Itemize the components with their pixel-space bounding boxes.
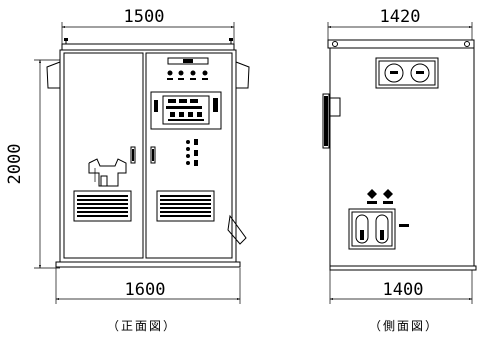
front-bottom-width-label: 1600 bbox=[125, 280, 166, 300]
left-door-handle bbox=[130, 146, 136, 164]
right-door-handle bbox=[150, 146, 156, 164]
front-top-width-label: 1500 bbox=[124, 7, 165, 27]
side-top-dimension: 1420 bbox=[327, 7, 473, 40]
nameplate bbox=[167, 57, 209, 65]
side-view: 1420 bbox=[322, 7, 477, 333]
cable-duct bbox=[227, 214, 247, 245]
side-fan-vent bbox=[375, 57, 439, 89]
side-cabinet bbox=[322, 39, 477, 271]
front-view-caption: （正面図） bbox=[107, 319, 177, 333]
right-louver bbox=[156, 190, 215, 222]
side-bottom-dimension: 1400 bbox=[329, 270, 473, 304]
meter-panel bbox=[150, 91, 222, 130]
left-louver bbox=[73, 190, 132, 222]
front-view: 1500 2000 bbox=[5, 7, 250, 333]
front-cabinet bbox=[46, 38, 250, 268]
indicator-lamps bbox=[167, 70, 208, 80]
side-indicators bbox=[367, 189, 393, 204]
front-height-dimension: 2000 bbox=[5, 59, 60, 269]
side-breaker-box bbox=[348, 208, 409, 250]
front-bottom-dimension: 1600 bbox=[55, 268, 241, 304]
side-view-caption: （側面図） bbox=[369, 319, 439, 333]
front-top-dimension: 1500 bbox=[61, 7, 235, 44]
side-bottom-width-label: 1400 bbox=[383, 280, 424, 300]
control-switches bbox=[186, 139, 198, 166]
front-height-label: 2000 bbox=[5, 144, 25, 185]
drawing-pocket bbox=[88, 158, 127, 187]
side-top-width-label: 1420 bbox=[380, 7, 421, 27]
